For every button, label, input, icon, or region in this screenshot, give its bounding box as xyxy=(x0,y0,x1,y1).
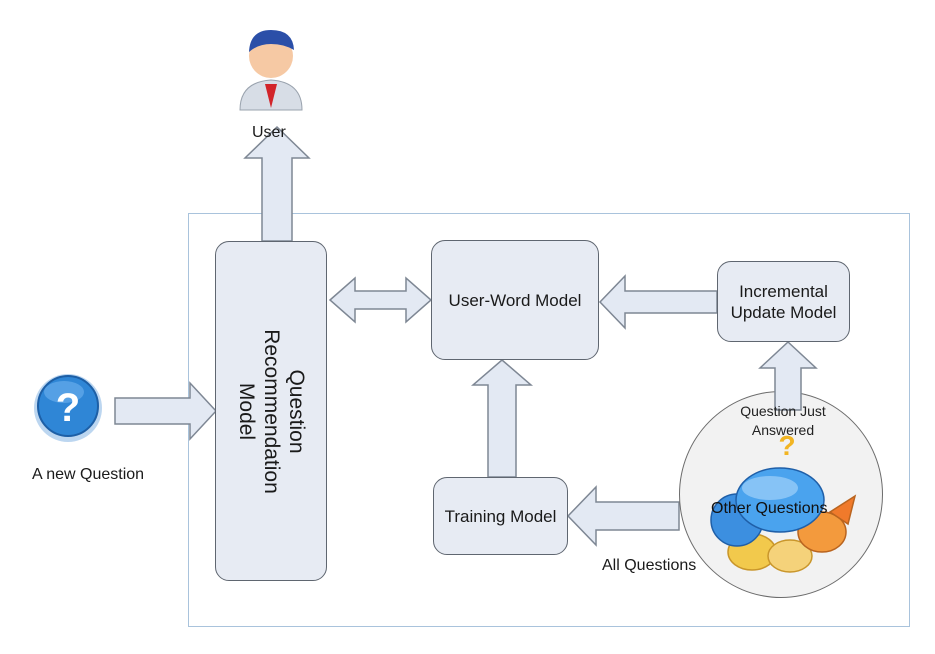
all-questions-label: All Questions xyxy=(602,557,697,574)
speech-bubbles-cluster-icon xyxy=(710,467,857,573)
arrow-training-to-userword xyxy=(470,359,534,478)
training-model-label: Training Model xyxy=(444,506,557,526)
svg-text:?: ? xyxy=(56,386,80,430)
arrow-allquestions-to-training xyxy=(566,485,680,547)
question-just-answered-label: Question Just Answered xyxy=(733,402,833,440)
training-model-box: Training Model xyxy=(433,477,568,555)
other-questions-label: Other Questions xyxy=(711,500,828,517)
arrow-new-question xyxy=(114,381,218,441)
small-question-icon: ? xyxy=(778,430,795,461)
question-just-answered-line1: Question Just xyxy=(740,403,826,419)
user-avatar-icon xyxy=(239,30,303,111)
new-question-label: A new Question xyxy=(32,466,145,483)
user-word-model-label: User-Word Model xyxy=(448,290,582,310)
question-recommendation-model-box: Question Recommendation Model xyxy=(215,241,327,581)
question-recommendation-model-label: Question Recommendation Model xyxy=(234,328,308,494)
question-just-answered-line2: Answered xyxy=(751,422,815,438)
arrow-answered-to-incremental xyxy=(758,340,818,411)
incremental-update-model-box: Incremental Update Model xyxy=(717,261,850,342)
question-mark-icon: ? xyxy=(34,374,102,442)
incremental-update-model-label-line1: Incremental xyxy=(739,281,828,301)
user-label: User xyxy=(252,124,286,141)
arrow-to-user xyxy=(243,125,311,242)
arrow-incremental-to-userword xyxy=(598,274,718,330)
incremental-update-model-label-line2: Update Model xyxy=(730,302,837,322)
user-word-model-box: User-Word Model xyxy=(431,240,599,360)
